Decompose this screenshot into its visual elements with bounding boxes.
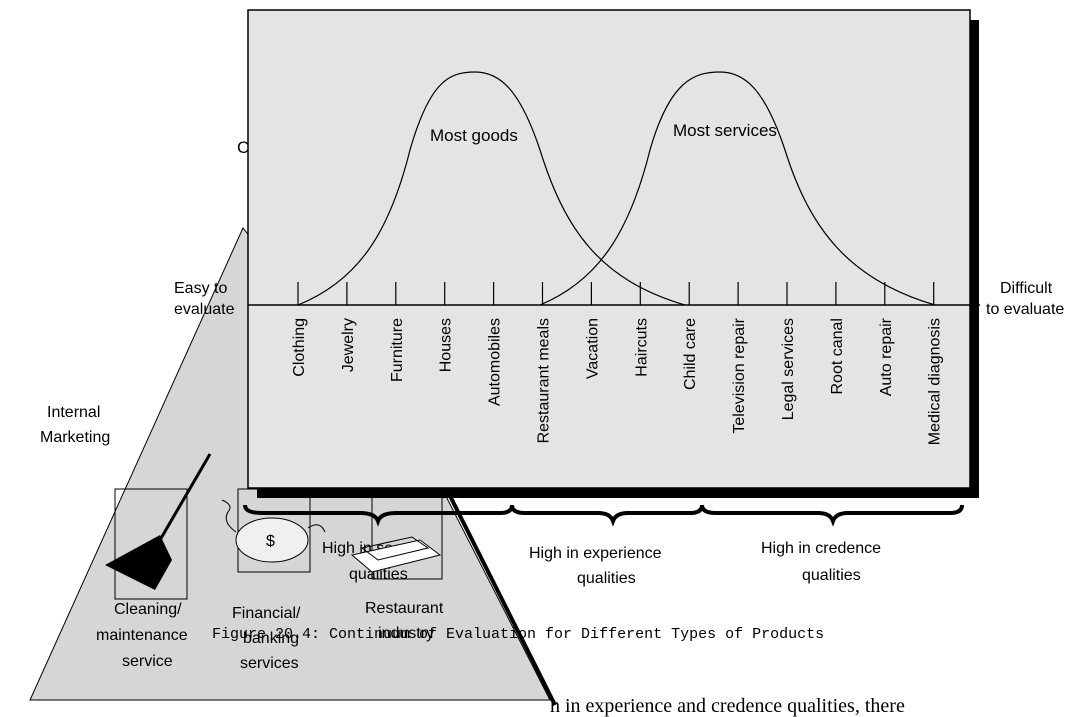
search-bracket: [243, 504, 514, 527]
tick-group: [297, 282, 935, 305]
product-label: Automobiles: [487, 318, 504, 406]
product-label: Clothing: [291, 318, 308, 377]
credence-bracket: [700, 504, 964, 527]
cleaning-label-line2: maintenance: [96, 627, 188, 644]
body-text-fragment: h in experience and credence qualities, …: [550, 695, 905, 717]
experience-qualities-line2: qualities: [577, 570, 636, 587]
product-label: Medical diagnosis: [927, 318, 944, 445]
broom-icon: [105, 453, 212, 600]
restaurant-label-line1: Restaurant: [365, 600, 444, 617]
dollar-sign: $: [266, 533, 275, 550]
cleaning-label-line1: Cleaning/: [114, 601, 182, 618]
product-label: Television repair: [731, 317, 748, 433]
product-label: Child care: [682, 318, 699, 390]
figure-caption: Figure 20.4: Continuum of Evaluation for…: [212, 626, 824, 643]
product-label: Furniture: [389, 318, 406, 382]
financial-label-line3: services: [240, 655, 299, 672]
financial-label-line1: Financial/: [232, 605, 301, 622]
product-labels: Clothing Jewelry Furniture Houses Automobile…: [291, 317, 944, 445]
product-label: Root canal: [829, 318, 846, 395]
services-curve: [539, 71, 936, 306]
difficult-label-line1: Difficult: [1000, 280, 1053, 297]
difficult-label-line2: to evaluate: [986, 301, 1064, 318]
services-curve-label: Most services: [673, 121, 777, 140]
product-label: Legal services: [780, 318, 797, 420]
credence-qualities-line1: High in credence: [761, 540, 881, 557]
product-label: Jewelry: [340, 318, 357, 372]
experience-qualities-line1: High in experience: [529, 545, 662, 562]
occluded-letter: C: [237, 138, 249, 157]
easy-label-line2: evaluate: [174, 301, 235, 318]
cleaning-label-line3: service: [122, 653, 173, 670]
easy-label-line1: Easy to: [174, 280, 227, 297]
restaurant-label-line2: industry: [378, 625, 434, 642]
credence-qualities-line2: qualities: [802, 567, 861, 584]
product-label: Auto repair: [878, 317, 895, 396]
experience-bracket: [510, 504, 704, 527]
product-label: Restaurant meals: [536, 318, 553, 443]
internal-marketing-line1: Internal: [47, 404, 100, 421]
product-label: Vacation: [584, 318, 601, 379]
goods-curve: [297, 71, 686, 306]
internal-marketing-line2: Marketing: [40, 429, 110, 446]
piggy-bank-icon: $: [221, 488, 326, 573]
restaurant-tray-icon: [350, 488, 443, 580]
triangle-edge-shadow: [431, 461, 557, 706]
product-label: Haircuts: [633, 318, 650, 377]
goods-curve-label: Most goods: [430, 126, 518, 145]
product-label: Houses: [438, 318, 455, 372]
financial-label-line2: banking: [243, 630, 299, 647]
